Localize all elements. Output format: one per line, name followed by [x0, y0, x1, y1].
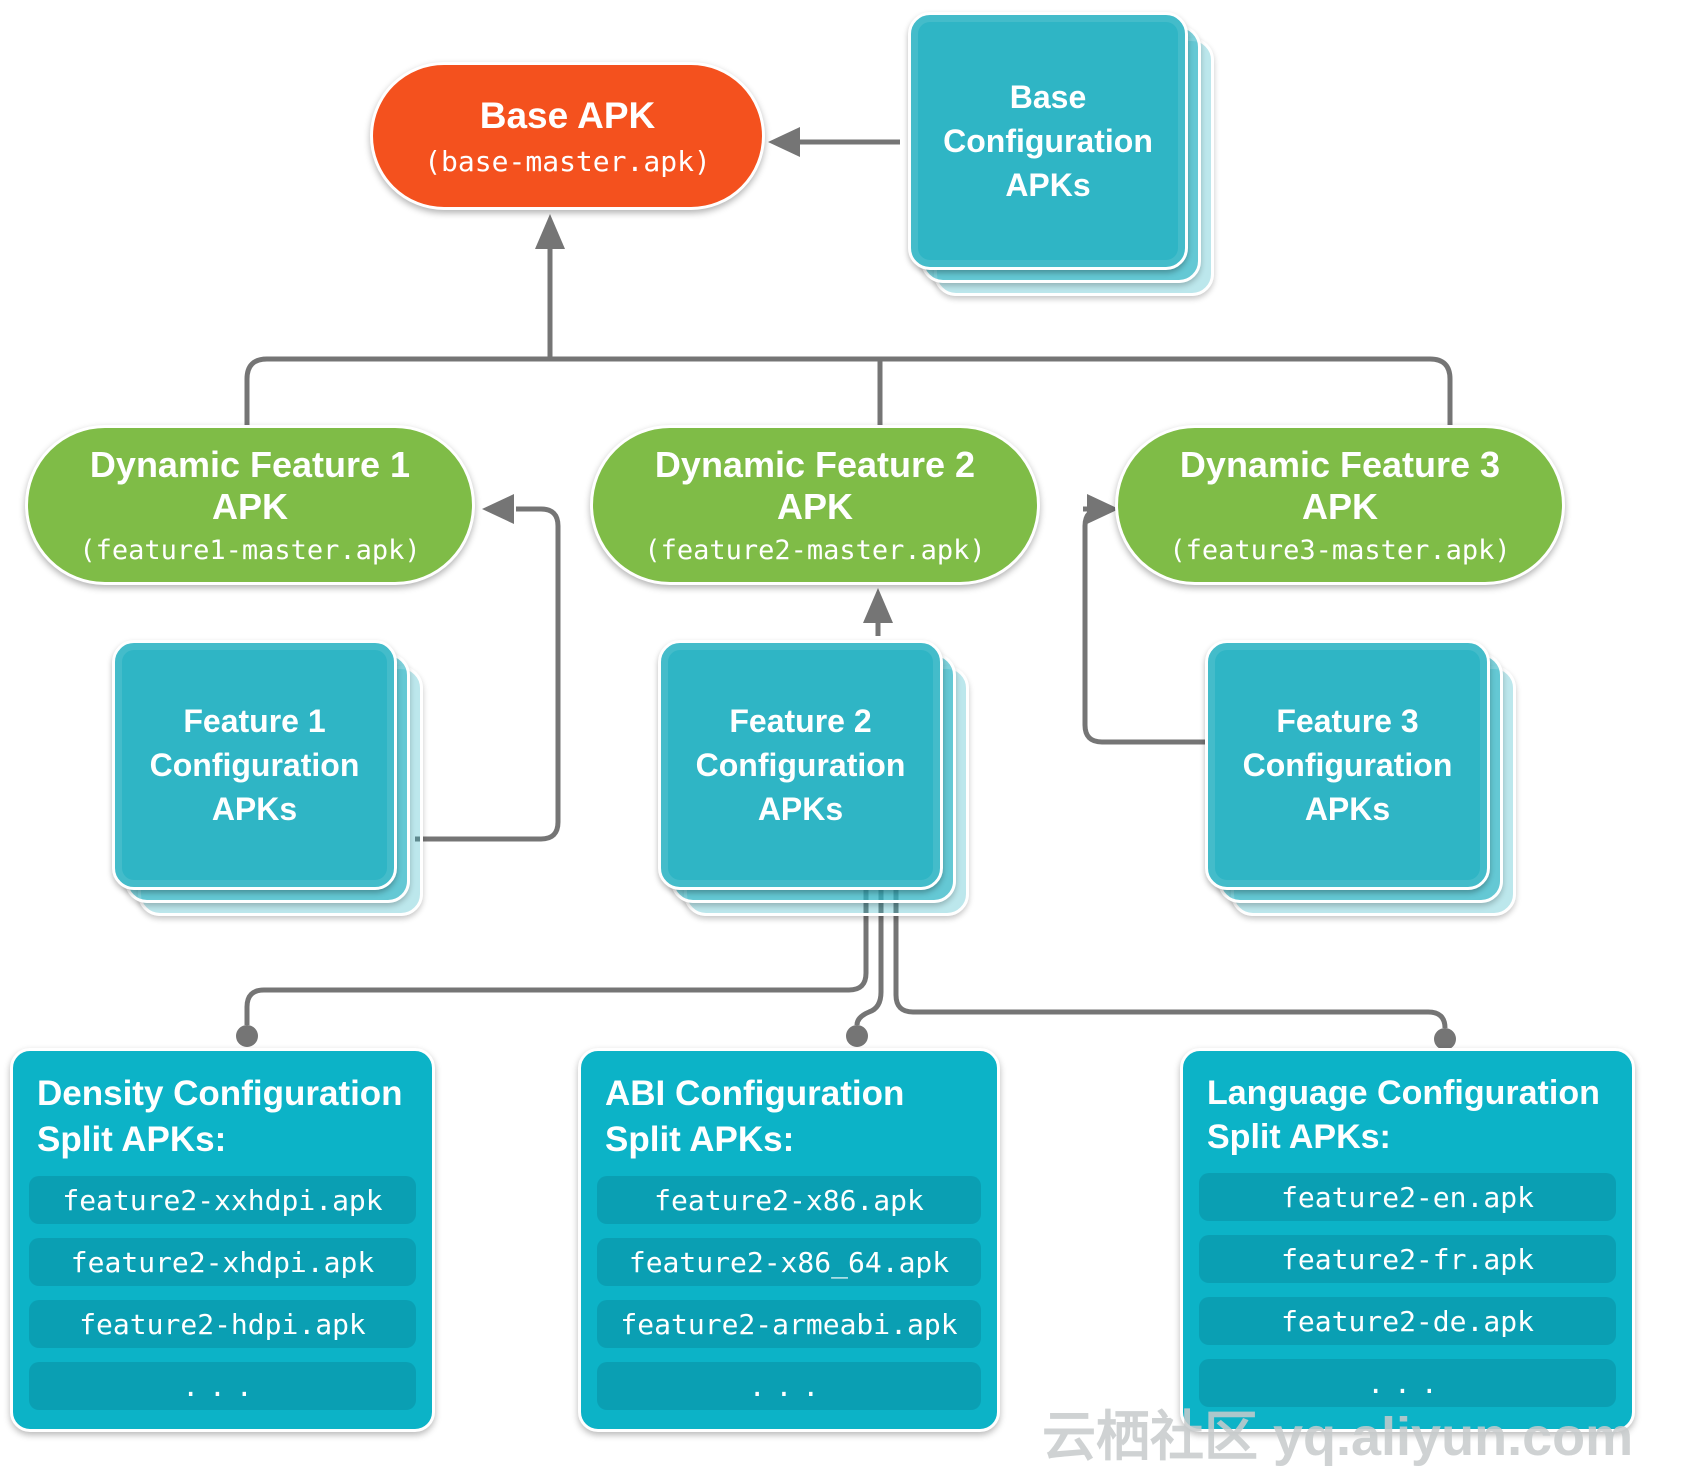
- language-split-apks-box: Language Configuration Split APKs: featu…: [1180, 1048, 1635, 1432]
- heading-line: Split APKs:: [37, 1119, 227, 1159]
- arrowhead-up-icon: [863, 588, 893, 623]
- feature-1-config-apks-stack: Feature 1 Configuration APKs: [112, 640, 427, 920]
- feature-2-config-apks-label: Feature 2 Configuration APKs: [658, 640, 943, 890]
- apk-list-item: feature2-en.apk: [1199, 1173, 1616, 1222]
- arrowhead-up-icon: [535, 214, 565, 249]
- connector-dot: [1434, 1028, 1456, 1050]
- apk-list-item: feature2-armeabi.apk: [597, 1300, 981, 1348]
- heading-line: Density Configuration: [37, 1074, 403, 1113]
- arrowhead-right-icon: [1087, 494, 1119, 524]
- apk-list-item: feature2-hdpi.apk: [29, 1300, 416, 1348]
- apk-list-item: feature2-xhdpi.apk: [29, 1238, 416, 1286]
- apk-list-item-ellipsis: ...: [1199, 1359, 1616, 1408]
- df1-title-line1: Dynamic Feature 1: [89, 443, 411, 485]
- density-split-apks-box: Density Configuration Split APKs: featur…: [10, 1048, 435, 1432]
- df3-title-line1: Dynamic Feature 3: [1179, 443, 1501, 485]
- feature-2-config-apks-stack: Feature 2 Configuration APKs: [658, 640, 973, 920]
- apk-list-item: feature2-xxhdpi.apk: [29, 1176, 416, 1224]
- feature-3-config-apks-stack: Feature 3 Configuration APKs: [1205, 640, 1520, 920]
- heading-line: ABI Configuration: [605, 1074, 905, 1113]
- df3-filename: (feature3-master.apk): [1169, 535, 1511, 567]
- base-apk-node: Base APK (base-master.apk): [370, 62, 765, 210]
- df2-title-line2: APK: [776, 486, 853, 527]
- heading-line: Language Configuration: [1207, 1074, 1600, 1112]
- df2-filename: (feature2-master.apk): [644, 535, 986, 567]
- feature-3-config-apks-label: Feature 3 Configuration APKs: [1205, 640, 1490, 890]
- abi-split-heading: ABI Configuration Split APKs:: [581, 1051, 997, 1176]
- base-config-apks-label: Base Configuration APKs: [908, 12, 1188, 270]
- language-split-heading: Language Configuration Split APKs:: [1183, 1051, 1632, 1173]
- heading-line: Split APKs:: [605, 1119, 795, 1159]
- connector-dot: [846, 1025, 868, 1047]
- density-split-list: feature2-xxhdpi.apk feature2-xhdpi.apk f…: [13, 1176, 432, 1410]
- dynamic-feature-2-node: Dynamic Feature 2 APK (feature2-master.a…: [590, 425, 1040, 585]
- apk-list-item: feature2-x86_64.apk: [597, 1238, 981, 1286]
- df1-filename: (feature1-master.apk): [79, 535, 421, 567]
- wire-f2config-to-language: [893, 890, 1448, 1029]
- apk-list-item: feature2-x86.apk: [597, 1176, 981, 1224]
- apk-list-item: feature2-de.apk: [1199, 1297, 1616, 1346]
- df3-title-line2: APK: [1301, 486, 1378, 527]
- dynamic-feature-3-node: Dynamic Feature 3 APK (feature3-master.a…: [1115, 425, 1565, 585]
- feature-1-config-apks-label: Feature 1 Configuration APKs: [112, 640, 397, 890]
- language-split-list: feature2-en.apk feature2-fr.apk feature2…: [1183, 1173, 1632, 1408]
- base-config-apks-stack: Base Configuration APKs: [908, 12, 1218, 300]
- df1-title-line2: APK: [211, 486, 288, 527]
- tree-bus: [244, 356, 1453, 427]
- wire-f2config-to-abi: [854, 890, 884, 1026]
- watermark: 云栖社区 yq.aliyun.com: [1042, 1407, 1634, 1467]
- dynamic-feature-1-node: Dynamic Feature 1 APK (feature1-master.a…: [25, 425, 475, 585]
- df2-title-line1: Dynamic Feature 2: [654, 443, 976, 485]
- arrowhead-left-icon: [768, 127, 800, 157]
- arrowhead-left-icon: [482, 494, 514, 524]
- density-split-heading: Density Configuration Split APKs:: [13, 1051, 432, 1176]
- connector-dot: [236, 1025, 258, 1047]
- heading-line: Split APKs:: [1207, 1118, 1391, 1157]
- base-apk-title: Base APK: [479, 95, 656, 137]
- abi-split-apks-box: ABI Configuration Split APKs: feature2-x…: [578, 1048, 1000, 1432]
- apk-list-item-ellipsis: ...: [29, 1362, 416, 1410]
- wire-f2config-to-density: [244, 890, 869, 1025]
- arrow-f1config-to-df1: [415, 506, 561, 842]
- apk-list-item: feature2-fr.apk: [1199, 1235, 1616, 1284]
- base-apk-filename: (base-master.apk): [424, 144, 711, 178]
- abi-split-list: feature2-x86.apk feature2-x86_64.apk fea…: [581, 1176, 997, 1410]
- apk-list-item-ellipsis: ...: [597, 1362, 981, 1410]
